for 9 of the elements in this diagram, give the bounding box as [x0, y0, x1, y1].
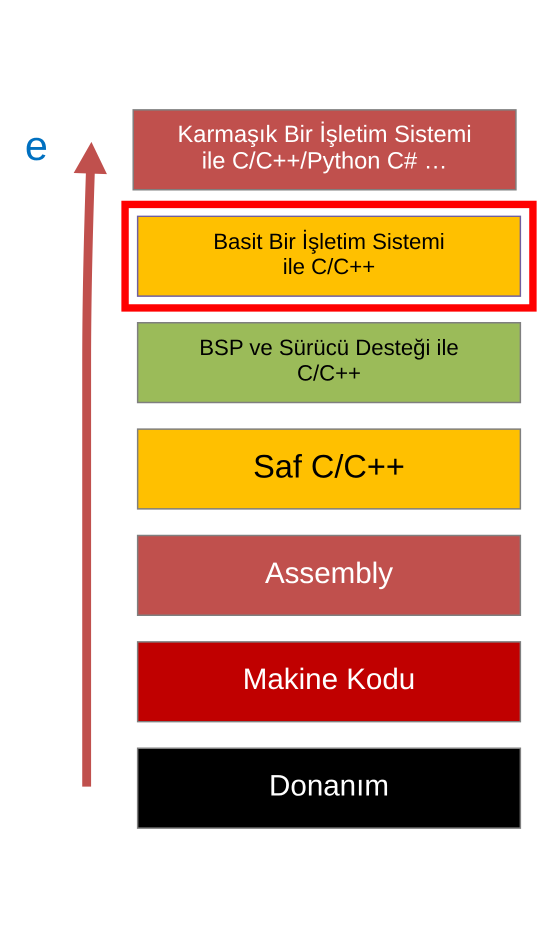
node-box: Assembly [136, 534, 522, 616]
node-box: Donanım [136, 748, 522, 829]
node-box: Basit Bir İşletim Sistemi ile C/C++ [136, 216, 522, 297]
cluster [121, 200, 537, 312]
node-box: BSP ve Sürücü Desteği ile C/C++ [136, 322, 522, 404]
node-box: Karmaşık Bir İşletim Sistemi ile C/C++/Python C# … [132, 109, 517, 190]
label: e [24, 123, 48, 170]
node-box: Makine Kodu [136, 641, 522, 722]
node-box: Saf C/C++ [136, 428, 522, 510]
